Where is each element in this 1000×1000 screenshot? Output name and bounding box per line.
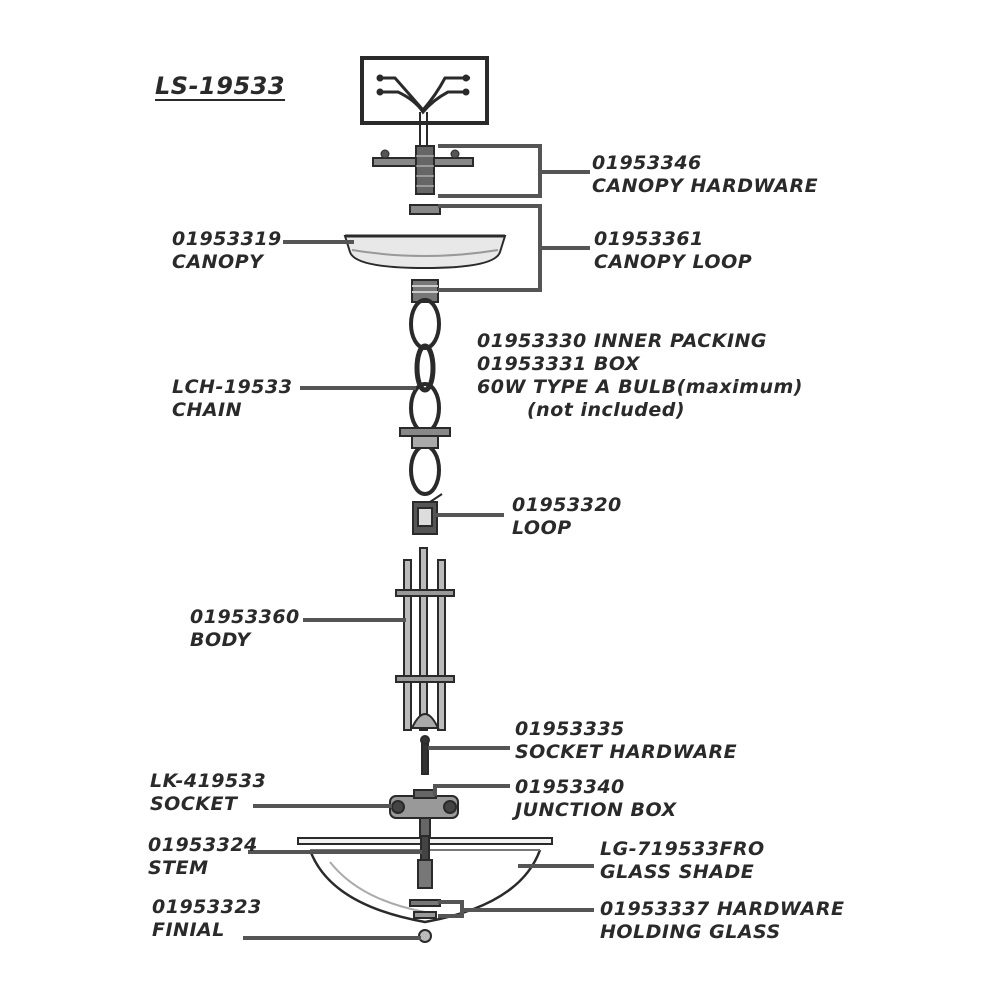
- label-canopy: 01953319 CANOPY: [172, 228, 282, 274]
- label-chain: LCH-19533 CHAIN: [172, 376, 292, 422]
- part-code: 01953360: [190, 606, 300, 628]
- part-name: CANOPY HARDWARE: [592, 175, 819, 197]
- part-name: LOOP: [512, 517, 572, 539]
- part-code: 01953324: [148, 834, 258, 856]
- chain-part: [409, 298, 441, 496]
- part-code: 01953346: [592, 152, 702, 174]
- part-code: 01953361: [594, 228, 704, 250]
- label-canopy-hardware: 01953346 CANOPY HARDWARE: [592, 152, 818, 198]
- part-code: 01953323: [152, 896, 262, 918]
- part-name: CANOPY LOOP: [594, 251, 753, 273]
- canopy-part: [343, 234, 507, 270]
- part-name: GLASS SHADE: [600, 861, 755, 883]
- label-canopy-loop: 01953361 CANOPY LOOP: [594, 228, 752, 274]
- part-name: CANOPY: [172, 251, 264, 273]
- canopy-hardware-part: [372, 145, 474, 215]
- label-glass-shade: LG-719533FRO GLASS SHADE: [600, 838, 765, 884]
- ceiling-box: [360, 56, 489, 148]
- part-code: LG-719533FRO: [600, 838, 765, 860]
- part-name: FINIAL: [152, 919, 225, 941]
- packing-line: (not included): [527, 399, 686, 421]
- label-junction-box: 01953340 JUNCTION BOX: [515, 776, 677, 822]
- body-part: [395, 547, 455, 731]
- part-name: SOCKET: [150, 793, 238, 815]
- label-body: 01953360 BODY: [190, 606, 300, 652]
- part-code: 01953335: [515, 718, 625, 740]
- part-code: 01953337 HARDWARE: [600, 898, 845, 920]
- part-code: 01953340: [515, 776, 625, 798]
- label-socket: LK-419533 SOCKET: [150, 770, 266, 816]
- packing-line: 60W TYPE A BULB(maximum): [477, 376, 803, 398]
- part-name: JUNCTION BOX: [515, 799, 677, 821]
- part-name: STEM: [148, 857, 209, 879]
- part-name: CHAIN: [172, 399, 243, 421]
- leader-lines: [243, 144, 594, 940]
- chain-collar: [399, 427, 451, 449]
- label-holding-glass: 01953337 HARDWARE HOLDING GLASS: [600, 898, 844, 944]
- packing-line: 01953331 BOX: [477, 353, 640, 375]
- loop-part: [412, 493, 443, 535]
- label-finial: 01953323 FINIAL: [152, 896, 262, 942]
- stem-part: [417, 835, 433, 889]
- part-name: SOCKET HARDWARE: [515, 741, 738, 763]
- socket-hardware-part: [420, 735, 430, 775]
- socket-part: [389, 789, 459, 837]
- label-packing: 01953330 INNER PACKING 01953331 BOX 60W …: [477, 330, 803, 422]
- page-title: LS-19533: [155, 72, 286, 100]
- part-code: 01953319: [172, 228, 282, 250]
- part-name: BODY: [190, 629, 251, 651]
- part-name: HOLDING GLASS: [600, 921, 781, 943]
- label-socket-hardware: 01953335 SOCKET HARDWARE: [515, 718, 737, 764]
- part-code: 01953320: [512, 494, 622, 516]
- label-stem: 01953324 STEM: [148, 834, 258, 880]
- label-loop: 01953320 LOOP: [512, 494, 622, 540]
- part-code: LCH-19533: [172, 376, 293, 398]
- part-code: LK-419533: [150, 770, 267, 792]
- packing-line: 01953330 INNER PACKING: [477, 330, 768, 352]
